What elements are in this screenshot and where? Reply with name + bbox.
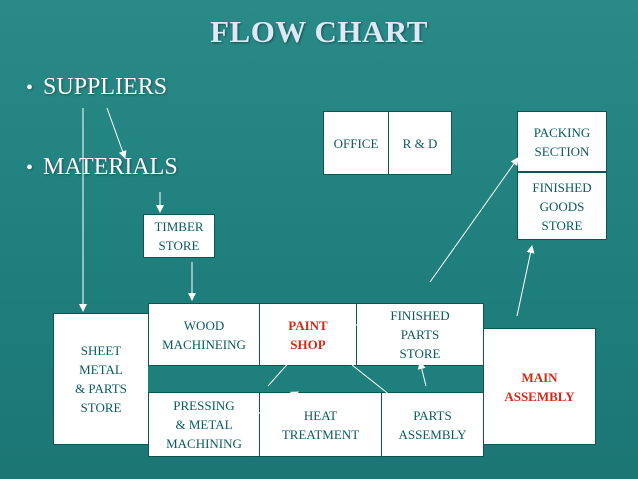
arrow-pressing-to-heat: [249, 391, 299, 419]
divider-strip: [148, 365, 484, 393]
page-title: FLOW CHART: [210, 14, 428, 49]
r-and-d-box: R & D: [388, 111, 452, 175]
bullet-suppliers: • SUPPLIERS: [26, 74, 167, 101]
bullet-dot-icon: •: [26, 77, 34, 99]
arrow-parts-to-finished-parts: [417, 361, 427, 387]
arrow-main-to-finished-goods: [516, 245, 535, 317]
wood-machining-box: WOOD MACHINEING: [148, 303, 260, 366]
paint-shop-box: PAINT SHOP: [259, 303, 357, 366]
packing-section-label: PACKING SECTION: [533, 124, 591, 159]
main-assembly-box: MAIN ASSEMBLY: [483, 328, 596, 445]
bullet-label: MATERIALS: [43, 154, 178, 180]
packing-section-box: PACKING SECTION: [517, 111, 607, 172]
sheet-metal-store-label: SHEET METAL & PARTS STORE: [75, 343, 127, 415]
finished-goods-store-box: FINISHED GOODS STORE: [517, 172, 607, 240]
pressing-metal-machining-label: PRESSING & METAL MACHINING: [166, 398, 242, 451]
bullet-label: SUPPLIERS: [43, 74, 168, 100]
paint-shop-label: PAINT SHOP: [288, 317, 328, 352]
bullet-dot-icon: •: [26, 157, 34, 179]
heat-treatment-box: HEAT TREATMENT: [259, 392, 382, 457]
heat-treatment-label: HEAT TREATMENT: [281, 407, 360, 442]
arrow-paint-to-finished-parts: [337, 316, 379, 331]
parts-assembly-box: PARTS ASSEMBLY: [381, 392, 484, 457]
finished-parts-store-label: FINISHED PARTS STORE: [390, 308, 450, 361]
wood-machining-label: WOOD MACHINEING: [162, 317, 246, 352]
timber-store-box: TIMBER STORE: [143, 214, 215, 258]
main-assembly-label: MAIN ASSEMBLY: [504, 369, 575, 404]
r-and-d-label: R & D: [402, 135, 438, 151]
arrow-suppliers-to-materials: [106, 107, 127, 159]
arrow-paint-to-parts: [351, 364, 406, 408]
arrow-heat-to-paint: [267, 349, 301, 387]
finished-goods-store-label: FINISHED GOODS STORE: [532, 179, 592, 233]
timber-store-label: TIMBER STORE: [154, 219, 204, 253]
pressing-metal-machining-box: PRESSING & METAL MACHINING: [148, 392, 260, 457]
bullet-materials: • MATERIALS: [26, 154, 178, 181]
office-label: OFFICE: [333, 135, 379, 151]
office-box: OFFICE: [323, 111, 389, 175]
parts-assembly-label: PARTS ASSEMBLY: [398, 407, 467, 442]
sheet-metal-store-box: SHEET METAL & PARTS STORE: [53, 313, 149, 445]
arrow-finished-parts-to-packing: [429, 157, 519, 283]
